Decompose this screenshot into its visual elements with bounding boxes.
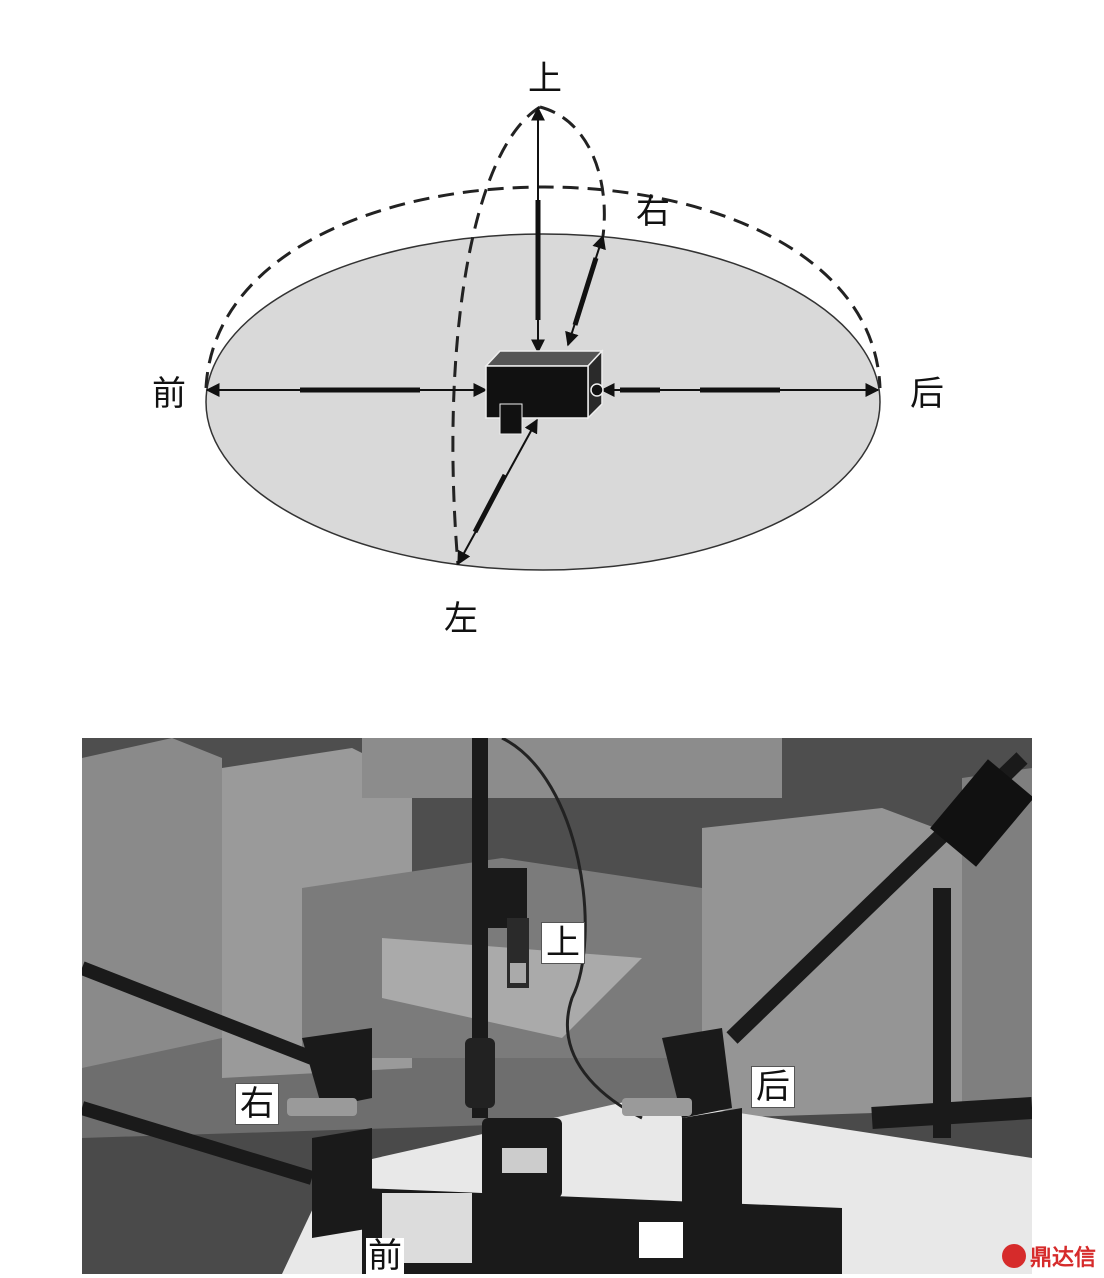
sensor-box <box>484 349 604 435</box>
diagram-label-right: 右 <box>636 192 670 232</box>
dashed-meridian <box>451 105 541 566</box>
arrow-left-thick <box>472 473 508 534</box>
photo-label-back: 后 <box>751 1066 795 1108</box>
watermark: 鼎达信 <box>1001 1240 1096 1272</box>
direction-diagram <box>204 105 882 571</box>
watermark-text: 鼎达信 <box>1029 1246 1096 1271</box>
diagram-label-front: 前 <box>152 374 186 414</box>
test-setup-photo <box>82 738 1032 1274</box>
photo-label-top: 上 <box>541 922 585 964</box>
diagram-label-top: 上 <box>528 59 562 99</box>
watermark-logo-icon <box>1001 1244 1026 1268</box>
arrow-right-thick <box>572 257 599 326</box>
dashed-right-arc <box>539 105 606 237</box>
photo-label-front: 前 <box>366 1236 404 1276</box>
diagram-label-left: 左 <box>444 599 478 639</box>
photo-label-right: 右 <box>235 1083 279 1125</box>
diagram-label-back: 后 <box>910 374 944 414</box>
